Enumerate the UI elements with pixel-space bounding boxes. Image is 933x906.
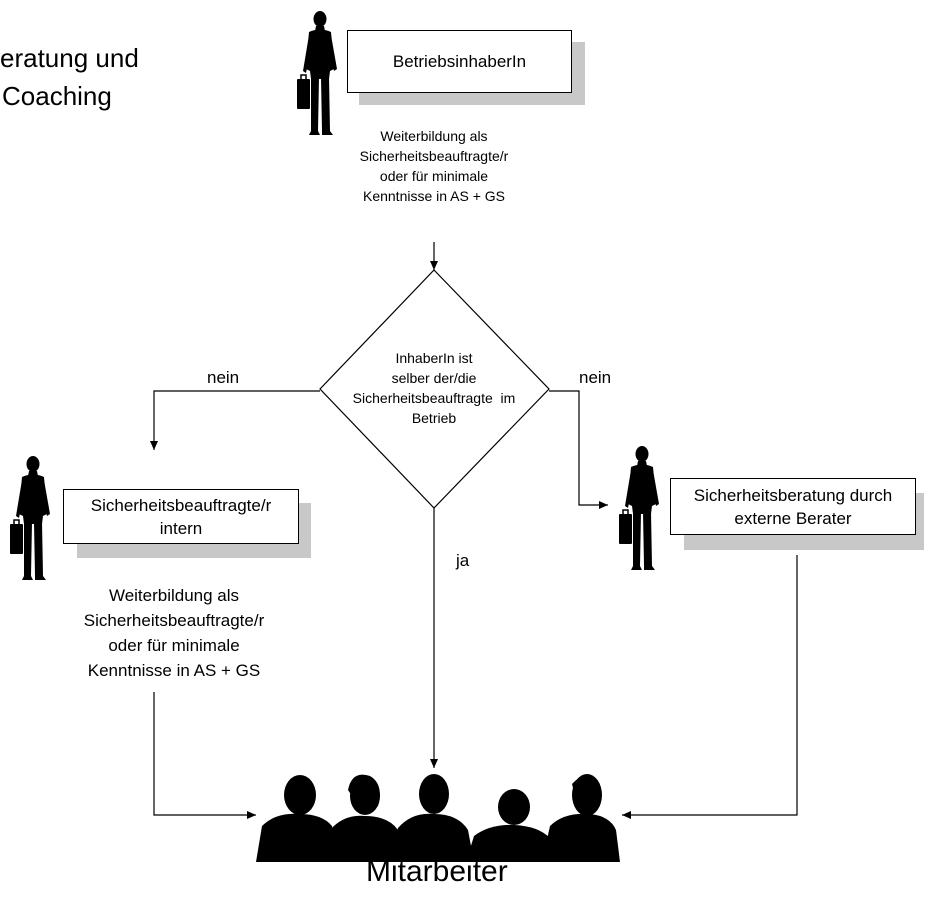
group-of-people-icon <box>256 774 620 862</box>
businessman-icon <box>296 10 338 136</box>
owner-note-line: oder für minimale <box>379 168 489 184</box>
staff-label: Mitarbeiter <box>366 855 508 888</box>
edge-decision-to-external <box>549 390 608 509</box>
connector-lines <box>150 242 798 819</box>
title-line-2: Coaching <box>2 81 112 111</box>
edge-label-down: ja <box>456 551 470 570</box>
businessman-icon <box>618 445 660 571</box>
owner-box-label: BetriebsinhaberIn <box>392 52 527 71</box>
internal-note-line: Kenntnisse in AS + GS <box>87 661 261 680</box>
internal-note-line: Weiterbildung als <box>108 586 240 605</box>
owner-note-line: Weiterbildung als <box>380 128 488 144</box>
owner-note: Weiterbildung als Sicherheitsbeauftragte… <box>334 126 534 206</box>
title-line-1: eratung und <box>0 43 139 73</box>
decision-text-line: Sicherheitsbeauftragte im <box>352 390 516 406</box>
decision-diamond <box>319 269 550 509</box>
decision-text: InhaberIn ist selber der/die Sicherheits… <box>314 348 554 428</box>
external-box: Sicherheitsberatung durch externe Berate… <box>670 478 916 535</box>
external-box-line: Sicherheitsberatung durch <box>693 485 893 505</box>
internal-box-line: intern <box>159 518 203 538</box>
edge-label-right: nein <box>579 368 612 387</box>
internal-box: Sicherheitsbeauftragte/r intern <box>63 489 299 544</box>
internal-note-line: Sicherheitsbeauftragte/r <box>83 611 265 630</box>
edge-label-left: nein <box>207 368 240 387</box>
edge-external-to-staff <box>622 555 798 819</box>
edge-internal-to-staff <box>153 692 256 819</box>
internal-box-line: Sicherheitsbeauftragte/r <box>90 495 272 515</box>
decision-text-line: Betrieb <box>411 410 457 426</box>
external-box-line: externe Berater <box>734 508 852 528</box>
internal-note-line: oder für minimale <box>108 636 240 655</box>
edge-decision-to-internal <box>150 390 320 450</box>
decision-text-line: selber der/die <box>391 370 477 386</box>
businessman-icon <box>9 455 51 581</box>
owner-box: BetriebsinhaberIn <box>347 30 572 93</box>
decision-text-line: InhaberIn ist <box>395 350 473 366</box>
internal-note: Weiterbildung als Sicherheitsbeauftragte… <box>44 583 304 683</box>
owner-note-line: Sicherheitsbeauftragte/r <box>359 148 509 164</box>
owner-note-line: Kenntnisse in AS + GS <box>362 188 506 204</box>
